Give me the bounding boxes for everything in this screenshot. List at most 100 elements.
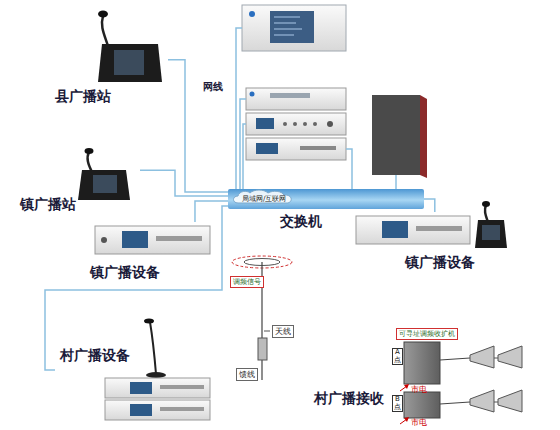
rack-unit [95,226,210,254]
mic-head [85,148,94,154]
knob [327,121,333,127]
power-arrow [404,384,409,389]
antenna [232,256,292,380]
receiver-sign: A点 [392,342,406,386]
console-screen [93,175,117,193]
screen-line [274,23,296,24]
rack-screen [122,231,148,248]
rack-unit [356,216,470,244]
antenna-label: 天线 [272,325,294,338]
network-wire [240,99,246,189]
power-arrow [404,417,409,422]
horn-speaker [498,346,522,368]
network-cable [195,201,228,222]
feeder-label: 馈线 [236,368,258,381]
switch-bar: 局域网/互联网交换机 [228,189,424,209]
node-text: 村广播设备 [60,347,130,365]
network-wire [236,28,396,189]
rack-screen [256,143,278,154]
town-device-left [95,226,210,254]
cable-label: 网线 [203,80,223,94]
mic-neck [485,205,488,222]
speaker-wire [494,402,498,403]
network-cable [424,199,435,212]
screen-line [274,35,294,36]
network-wire [395,175,397,189]
mic-neck [102,16,108,46]
network-cable [140,170,228,196]
node-text: 县广播站 [55,88,111,106]
console-screen [482,225,500,240]
network-wire [346,149,352,189]
rack-screen [130,404,152,416]
node-heading: 交换机 [280,213,322,231]
speaker-side [420,95,427,178]
cloud-shape [234,190,292,203]
rack-unit [105,378,210,398]
knob [293,122,297,126]
receiver-sign: B点 [392,392,406,420]
group-label: 村广播接收 [314,390,384,408]
device-label: 镇广播设备 [85,222,215,282]
village-device [105,319,210,421]
node-text: A点 [392,348,403,365]
rack-panel [300,146,336,150]
arrester-box [258,338,267,360]
knob [283,122,287,126]
rack-panel [416,226,462,231]
rack-unit [246,113,346,135]
rack-stack [246,88,346,160]
power-label: 市电 [411,417,427,428]
mic-head [144,319,154,324]
rack-panel [160,407,204,411]
server-unit [242,5,346,51]
receiver-box [404,392,440,418]
mic-base [146,372,166,378]
screen-line [274,29,302,30]
node-text: 镇广播站 [20,196,76,214]
speaker-wire [440,358,470,360]
horn-speaker [470,390,494,412]
rack-screen [256,118,274,129]
console-county [98,11,162,83]
rack-panel [270,93,310,98]
console-screen [114,50,144,75]
node-text: B点 [392,395,403,412]
rack-panel [156,236,202,241]
network-cable [168,60,228,192]
rack-screen [130,382,152,394]
rack-unit [246,88,346,110]
knob [313,122,317,126]
horn-speaker [470,346,494,368]
device-label: 村广播设备 [55,315,220,425]
receiver-title: 可寻址调频收扩机 [396,328,458,340]
logo [250,92,255,97]
server-case [242,5,346,51]
mic-head [482,201,490,207]
console-base [78,170,130,200]
mic-neck [88,152,92,172]
console-town [78,148,130,200]
speaker-box [372,95,427,178]
rack-unit [246,138,346,160]
node-text: 镇广播设备 [90,264,160,282]
leader-line [264,331,270,332]
speaker-wire [494,358,498,359]
screen-line [274,17,300,18]
network-cable [45,206,228,370]
mic-head [98,11,108,18]
network-wire [243,124,246,189]
knob [101,237,107,243]
node-text: 镇广播设备 [405,254,475,272]
logo [249,11,255,17]
console-base [98,44,162,82]
station-label: 县广播站 [50,12,168,104]
rack-panel [160,385,204,389]
speaker-wire [440,402,470,404]
node-text: 局域网/互联网 [242,194,286,204]
power-label: 市电 [411,384,427,395]
console-base [475,220,507,248]
network-wire [236,28,242,189]
horn-speaker [498,390,522,412]
